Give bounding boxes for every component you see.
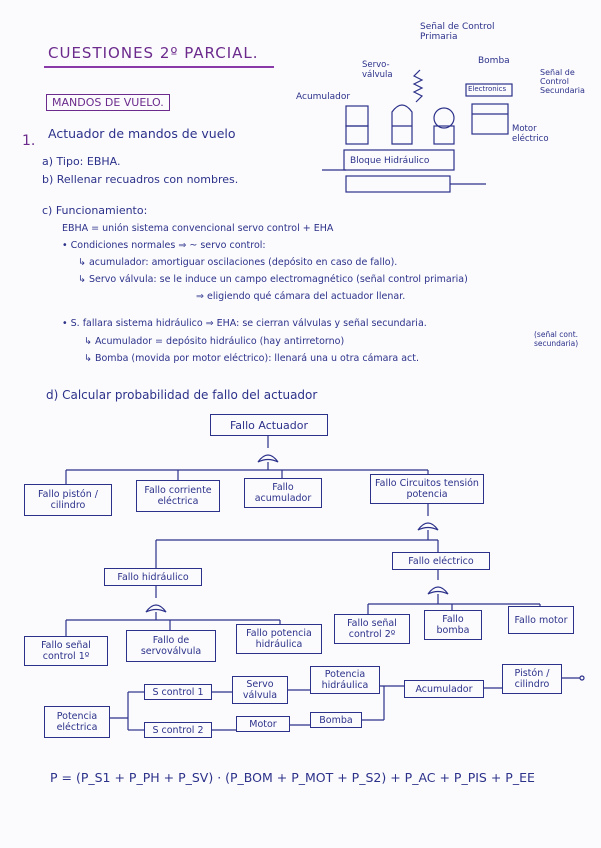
answer-c: c) Funcionamiento: [42,204,148,217]
probability-formula: P = (P_S1 + P_PH + P_SV) · (P_BOM + P_MO… [50,770,535,785]
ft-l2-0: Fallo hidráulico [104,568,202,586]
ft-l3h-2: Fallo potencia hidráulica [236,624,322,654]
ft-top: Fallo Actuador [210,414,328,436]
rbd-acumulador: Acumulador [404,680,484,698]
rbd-s1: S control 1 [144,684,212,700]
ft-l3e-1: Fallo bomba [424,610,482,640]
ft-l1-1: Fallo corriente eléctrica [136,480,220,512]
title-underline [44,66,274,68]
ft-l3h-0: Fallo señal control 1º [24,636,108,666]
ft-l1-0: Fallo pistón / cilindro [24,484,112,516]
answer-a: a) Tipo: EBHA. [42,155,121,168]
rbd-source: Potencia eléctrica [44,706,110,738]
ft-l3h-1: Fallo de servoválvula [126,630,216,662]
answer-c-fail-1: ↳ Acumulador = depósito hidráulico (hay … [84,336,345,347]
rbd-bomba: Bomba [310,712,362,728]
answer-c-normal-3: ⇒ eligiendo qué cámara del actuador llen… [196,291,406,302]
question-number: 1. [22,133,36,149]
diagram-bloque-label: Bloque Hidráulico [350,156,430,166]
diagram-servo-label: Servo-válvula [362,60,393,80]
ft-l1-2: Fallo acumulador [244,478,322,508]
answer-c-normal-1: ↳ acumulador: amortiguar oscilaciones (d… [78,257,398,268]
answer-c-normal-2: ↳ Servo válvula: se le induce un campo e… [78,274,468,285]
rbd-pot-hid: Potencia hidráulica [310,666,380,694]
ft-l1-3: Fallo Circuitos tensión potencia [370,474,484,504]
diagram-senal-primaria-label: Señal de Control Primaria [420,22,495,42]
answer-b: b) Rellenar recuadros con nombres. [42,173,239,186]
answer-c-fail-2: ↳ Bomba (movida por motor eléctrico): ll… [84,353,420,364]
rbd-piston: Pistón / cilindro [502,664,562,694]
question-heading: Actuador de mandos de vuelo [48,126,236,141]
answer-c-fail: • S. fallara sistema hidráulico ⇒ EHA: s… [62,318,427,329]
diagram-senal-secundaria-label: Señal de Control Secundaria [540,68,585,95]
ft-l3e-0: Fallo señal control 2º [334,614,410,644]
answer-c-normal: • Condiciones normales ⇒ ~ servo control… [62,240,266,251]
diagram-bomba-label: Bomba [478,56,510,66]
diagram-motor-label: Motor eléctrico [512,124,549,144]
rbd-motor: Motor [236,716,290,732]
section-title: MANDOS DE VUELO. [46,94,170,111]
diagram-acumulador-label: Acumulador [296,92,351,102]
diagram-electronics-label: Electronics [468,85,507,93]
ft-l3e-2: Fallo motor [508,606,574,634]
page-title: CUESTIONES 2º PARCIAL. [48,44,259,62]
answer-c-line1: EBHA = unión sistema convencional servo … [62,223,334,234]
answer-d: d) Calcular probabilidad de fallo del ac… [46,388,318,402]
rbd-servo: Servo válvula [232,676,288,704]
answer-c-fail-note: (señal cont. secundaria) [534,330,579,348]
ft-l2-1: Fallo eléctrico [392,552,490,570]
rbd-s2: S control 2 [144,722,212,738]
